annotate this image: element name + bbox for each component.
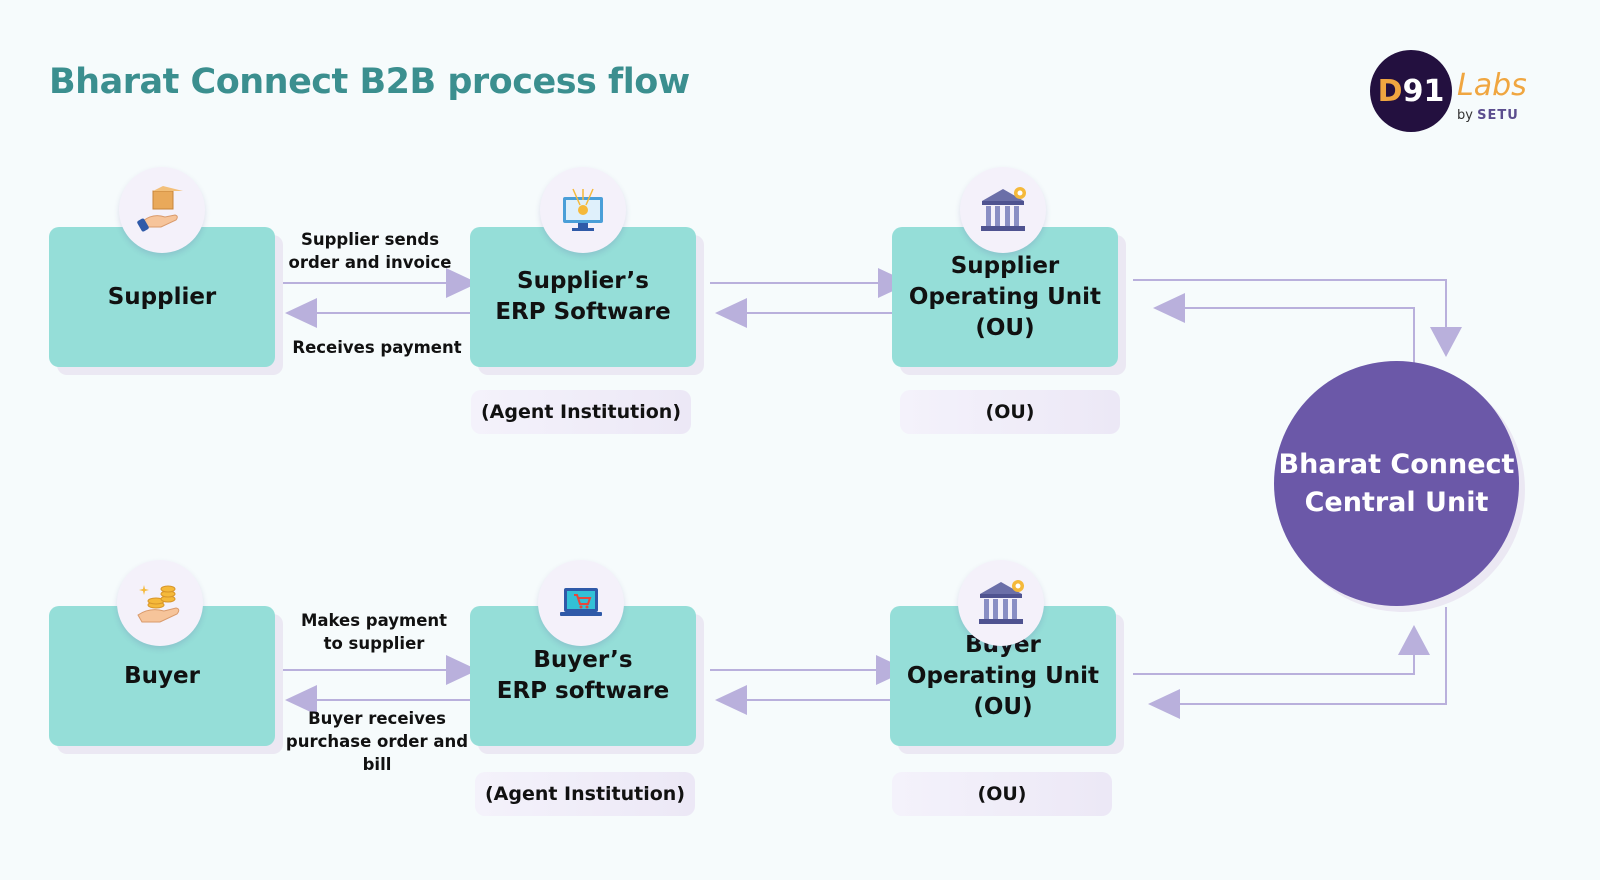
bank-gear-icon [960,167,1046,253]
arrow-central-to-ou [1182,307,1415,367]
arrow-bou-to-central [1133,655,1415,675]
logo-by-setu: by SETU [1457,108,1519,123]
tag-ou-supplier: (OU) [900,390,1120,434]
laptop-cart-icon [538,560,624,646]
arrow-central-to-bou [1178,607,1447,705]
tag-ou-buyer: (OU) [892,772,1112,816]
edge-label-receives-payment: Receives payment [292,338,462,357]
coins-hand-icon [117,560,203,646]
computer-network-icon [540,167,626,253]
page-title: Bharat Connect B2B process flow [49,62,690,102]
arrow-ou-to-central [1133,279,1447,330]
tag-agent-institution-supplier: (Agent Institution) [471,390,691,434]
logo-labs-text: Labs [1457,68,1527,103]
bank-gear-icon [958,560,1044,646]
package-hand-icon [119,167,205,253]
tag-agent-institution-buyer: (Agent Institution) [475,772,695,816]
buyer-node: Buyer [49,606,275,746]
